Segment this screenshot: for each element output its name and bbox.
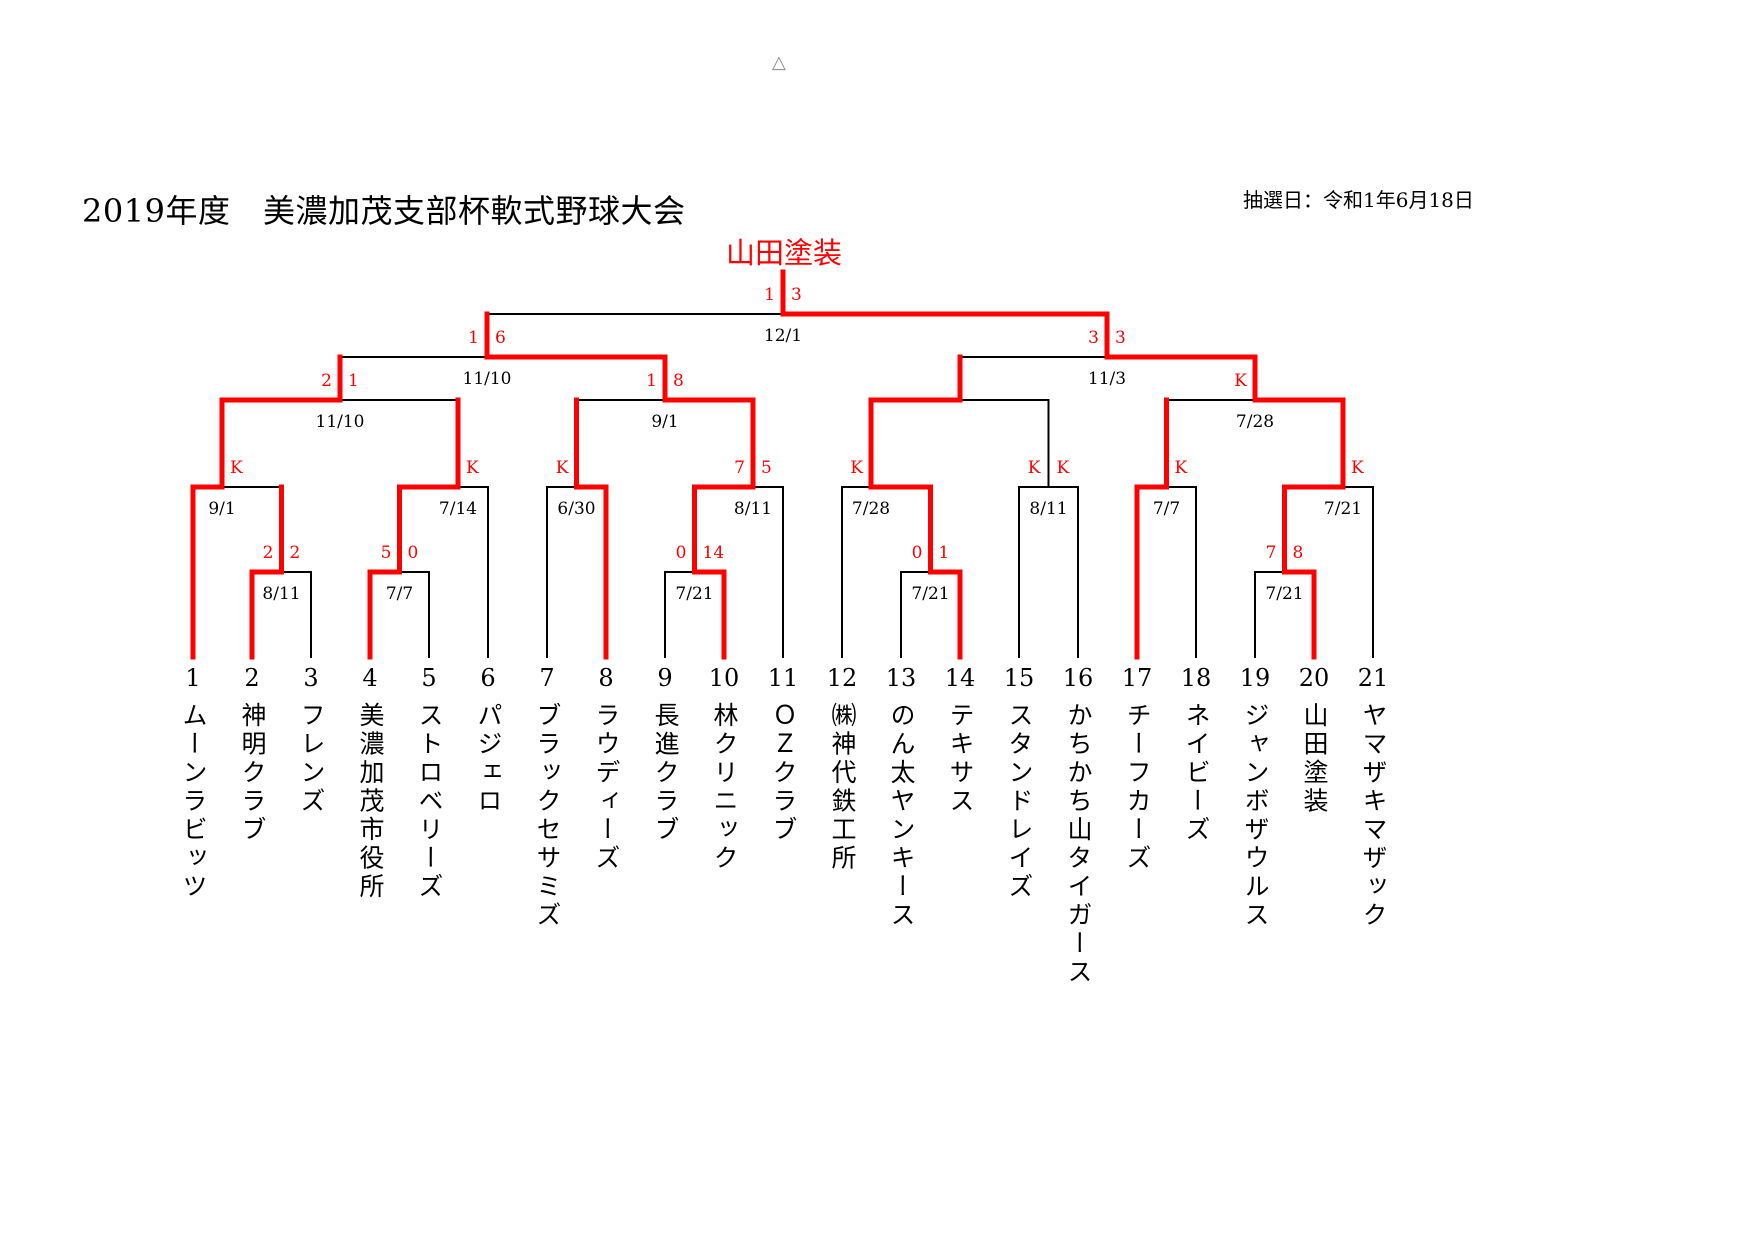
page-title: 2019年度 美濃加茂支部杯軟式野球大会: [82, 192, 686, 230]
score-right: 8: [1293, 543, 1304, 563]
team-number: 2: [244, 664, 260, 692]
team-name: ジャンボザウルス: [1241, 702, 1270, 930]
match-date: 6/30: [557, 499, 595, 519]
score-right: 1: [939, 543, 950, 563]
team-number: 13: [885, 664, 917, 692]
score-left: K: [850, 458, 863, 478]
team-number: 19: [1239, 664, 1271, 692]
score-right: 5: [761, 458, 772, 478]
score-left: 7: [734, 458, 745, 478]
match-date: 11/10: [316, 412, 365, 432]
team-number: 15: [1003, 664, 1035, 692]
team-name: ㈱神代鉄工所: [828, 702, 857, 873]
team-name: 神明クラブ: [238, 702, 267, 845]
team-number: 20: [1298, 664, 1330, 692]
draw-date: 抽選日：令和1年6月18日: [1243, 188, 1474, 212]
score-right: K: [1351, 458, 1364, 478]
team-name: ムーンラビッツ: [179, 702, 208, 902]
score-right: 6: [495, 328, 506, 348]
match-date: 7/28: [852, 499, 890, 519]
score-left: K: [1234, 371, 1247, 391]
match-date: 7/21: [911, 584, 949, 604]
match-date: 7/7: [1153, 499, 1180, 519]
team-name: ブラックセサミズ: [533, 702, 562, 930]
score-right: K: [466, 458, 479, 478]
team-number: 6: [480, 664, 496, 692]
match-date: 9/1: [651, 412, 678, 432]
team-name: ＯＺクラブ: [769, 702, 798, 845]
match-date: 7/7: [386, 584, 413, 604]
score-right: 3: [791, 285, 802, 305]
match-date: 9/1: [208, 499, 235, 519]
team-name: テキサス: [946, 702, 975, 816]
score-right: 14: [703, 543, 725, 563]
team-number: 16: [1062, 664, 1094, 692]
score-left: 0: [912, 543, 923, 563]
team-number: 5: [421, 664, 437, 692]
team-name: 林クリニック: [710, 702, 739, 873]
team-name: 美濃加茂市役所: [356, 702, 385, 902]
match-date: 7/14: [439, 499, 477, 519]
score-right: K: [230, 458, 243, 478]
match-date: 8/11: [262, 584, 300, 604]
team-name: のん太ヤンキース: [887, 702, 916, 930]
score-right: 3: [1115, 328, 1126, 348]
score-left: 1: [764, 285, 775, 305]
score-right: K: [1057, 458, 1070, 478]
team-name: 長進クラブ: [651, 702, 680, 845]
match-date: 12/1: [764, 326, 802, 346]
team-name: かちかち山タイガース: [1064, 702, 1093, 987]
match-date: 11/3: [1088, 369, 1126, 389]
team-name: スタンドレイズ: [1005, 702, 1034, 902]
team-name: ネイビーズ: [1182, 702, 1211, 845]
team-number: 1: [185, 664, 201, 692]
match-date: 8/11: [1029, 499, 1067, 519]
team-number: 18: [1180, 664, 1212, 692]
score-right: 1: [348, 371, 359, 391]
team-name: ラウディーズ: [592, 702, 621, 873]
score-left: 5: [381, 543, 392, 563]
triangle-mark: △: [772, 52, 786, 73]
score-left: 0: [676, 543, 687, 563]
match-date: 7/21: [1265, 584, 1303, 604]
score-left: 7: [1266, 543, 1277, 563]
team-name: フレンズ: [297, 702, 326, 816]
match-date: 7/28: [1236, 412, 1274, 432]
score-right: 2: [290, 543, 301, 563]
score-left: 1: [468, 328, 479, 348]
team-number: 10: [708, 664, 740, 692]
team-number: 12: [826, 664, 858, 692]
score-right: K: [1175, 458, 1188, 478]
team-name: ヤマザキマザック: [1359, 702, 1388, 930]
score-right: 8: [673, 371, 684, 391]
team-number: 17: [1121, 664, 1153, 692]
team-name: パジェロ: [474, 702, 503, 816]
team-name: チーフカーズ: [1123, 702, 1152, 873]
score-left: 1: [646, 371, 657, 391]
team-number: 8: [598, 664, 614, 692]
champion-name: 山田塗装: [725, 236, 842, 270]
match-date: 11/10: [463, 369, 512, 389]
team-number: 9: [657, 664, 673, 692]
team-number: 4: [362, 664, 378, 692]
score-left: K: [1028, 458, 1041, 478]
match-date: 8/11: [734, 499, 772, 519]
score-left: 2: [263, 543, 274, 563]
score-right: 0: [408, 543, 419, 563]
score-left: 3: [1088, 328, 1099, 348]
team-number: 14: [944, 664, 976, 692]
score-left: K: [556, 458, 569, 478]
team-number: 11: [767, 664, 799, 692]
match-date: 7/21: [1324, 499, 1362, 519]
team-number: 3: [303, 664, 319, 692]
team-name: 山田塗装: [1300, 702, 1329, 816]
team-number: 7: [539, 664, 555, 692]
team-number: 21: [1357, 664, 1389, 692]
match-date: 7/21: [675, 584, 713, 604]
team-name: ストロベリーズ: [415, 702, 444, 902]
score-left: 2: [321, 371, 332, 391]
